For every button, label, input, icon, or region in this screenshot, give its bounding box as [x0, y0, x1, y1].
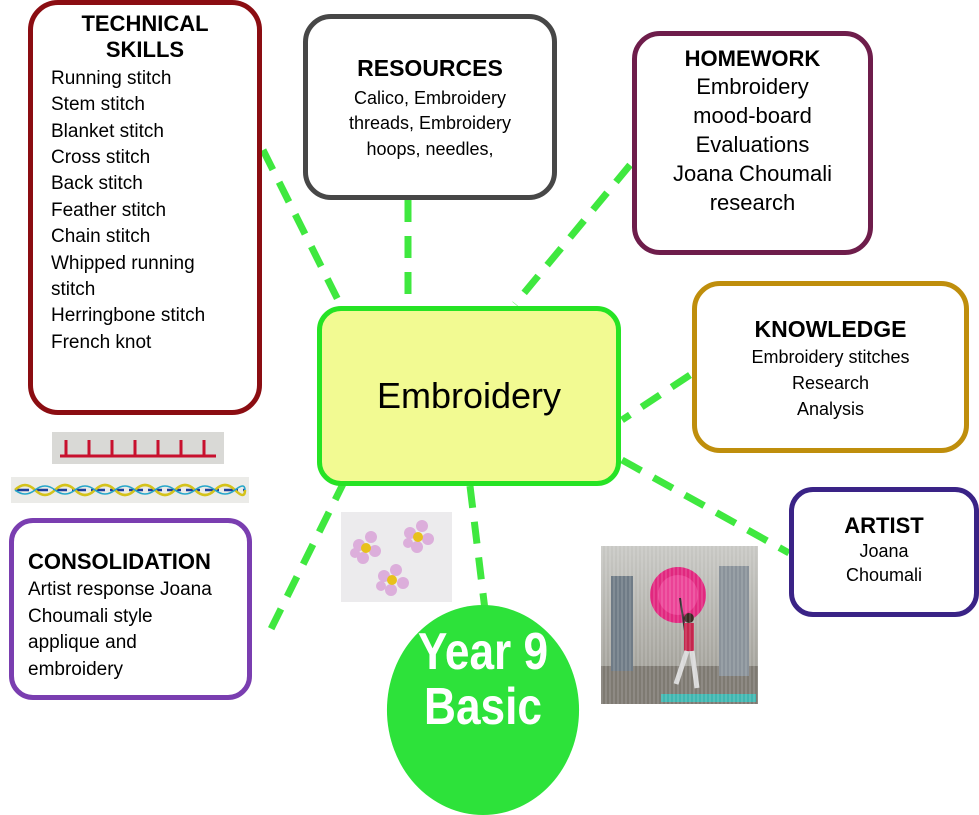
- connector-knowledge: [620, 372, 692, 423]
- consolidation-box: CONSOLIDATION Artist response Joana Chou…: [9, 518, 252, 700]
- consolidation-line: Artist response Joana: [28, 579, 212, 601]
- consolidation-title: CONSOLIDATION: [28, 549, 211, 574]
- list-item: French knot: [51, 331, 152, 353]
- connector-technical: [259, 148, 344, 306]
- list-item: Back stitch: [51, 173, 143, 195]
- homework-line: Joana Choumali: [673, 161, 832, 187]
- central-topic-label: Embroidery: [376, 375, 562, 416]
- artist-line: Joana: [859, 541, 909, 562]
- technical-skills-list: Running stitch Stem stitch Blanket stitc…: [33, 66, 257, 356]
- list-item: Running stitch: [51, 67, 172, 89]
- list-item: stitch: [51, 279, 96, 301]
- french-knot-flowers-photo: [341, 512, 452, 602]
- connector-year9: [466, 485, 489, 611]
- technical-skills-box: TECHNICAL SKILLS Running stitch Stem sti…: [28, 0, 262, 415]
- central-topic-box: Embroidery: [317, 306, 621, 486]
- consolidation-list: Artist response Joana Choumali style app…: [14, 575, 247, 683]
- knowledge-line: Analysis: [796, 398, 865, 419]
- knowledge-line: Embroidery stitches: [751, 346, 910, 367]
- list-item: Herringbone stitch: [51, 305, 206, 327]
- year-badge: Year 9 Basic: [386, 605, 580, 815]
- artist-title: ARTIST: [844, 513, 924, 538]
- artist-box: ARTIST Joana Choumali: [789, 487, 979, 617]
- list-item: Chain stitch: [51, 226, 151, 248]
- connector-consolidation: [264, 478, 349, 637]
- list-item: Blanket stitch: [51, 120, 164, 142]
- knowledge-line: Research: [791, 372, 870, 393]
- technical-skills-title-line1: TECHNICAL: [81, 11, 209, 36]
- blanket-stitch-sample: [52, 432, 224, 464]
- artist-line: Choumali: [845, 565, 923, 586]
- resources-box: RESOURCES Calico, Embroidery threads, Em…: [303, 14, 557, 200]
- homework-title: HOMEWORK: [684, 46, 821, 71]
- homework-line: Embroidery: [696, 74, 809, 100]
- resources-line: Calico, Embroidery: [353, 87, 507, 108]
- year-badge-line1: Year 9: [417, 623, 549, 681]
- consolidation-line: embroidery: [28, 658, 124, 680]
- list-item: Feather stitch: [51, 199, 167, 221]
- list-item: Whipped running: [51, 252, 195, 274]
- consolidation-line: Choumali style: [28, 605, 153, 627]
- homework-box: HOMEWORK Embroidery mood-board Evaluatio…: [632, 31, 873, 255]
- homework-line: research: [709, 190, 796, 216]
- list-item: Cross stitch: [51, 147, 151, 168]
- technical-skills-title-line2: SKILLS: [105, 37, 185, 63]
- whipped-running-stitch-sample: [11, 477, 249, 503]
- connector-homework: [512, 162, 633, 307]
- homework-line: mood-board: [693, 103, 812, 129]
- knowledge-box: KNOWLEDGE Embroidery stitches Research A…: [692, 281, 969, 453]
- consolidation-line: applique and: [28, 632, 137, 654]
- artist-umbrella-artwork-photo: [601, 546, 758, 704]
- connector-lines: [259, 148, 791, 637]
- homework-line: Evaluations: [695, 132, 810, 158]
- year-badge-line2: Basic: [424, 678, 542, 736]
- list-item: Stem stitch: [51, 94, 145, 116]
- connector-artist: [620, 456, 791, 557]
- resources-line: hoops, needles,: [366, 138, 494, 159]
- resources-line: threads, Embroidery: [348, 113, 512, 134]
- knowledge-title: KNOWLEDGE: [754, 316, 907, 342]
- resources-title: RESOURCES: [357, 55, 503, 81]
